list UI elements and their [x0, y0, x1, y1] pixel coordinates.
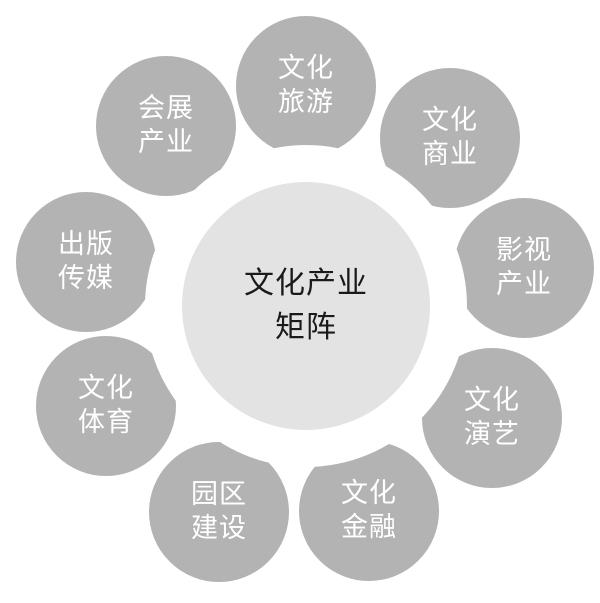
petal-label: 文化 体育 — [78, 373, 134, 438]
petal-label: 文化 金融 — [341, 478, 397, 543]
petal-label: 园区 建设 — [191, 479, 247, 544]
center-disc: 文化产业 矩阵 — [182, 182, 430, 430]
petal-label: 影视 产业 — [496, 235, 552, 300]
petal-label: 文化 旅游 — [278, 53, 334, 118]
petal-film-tv: 影视 产业 — [450, 194, 598, 342]
petal-exhibition: 会展 产业 — [92, 52, 240, 200]
petal-label: 文化 演艺 — [464, 385, 520, 450]
petal-culture-tourism: 文化 旅游 — [232, 12, 380, 160]
petal-label: 出版 传媒 — [58, 229, 114, 294]
petal-label: 会展 产业 — [138, 93, 194, 158]
petal-label: 文化 商业 — [422, 105, 478, 170]
petal-publishing-media: 出版 传媒 — [12, 188, 160, 336]
petal-performing-arts: 文化 演艺 — [418, 344, 566, 492]
center-title: 文化产业 矩阵 — [244, 266, 368, 345]
